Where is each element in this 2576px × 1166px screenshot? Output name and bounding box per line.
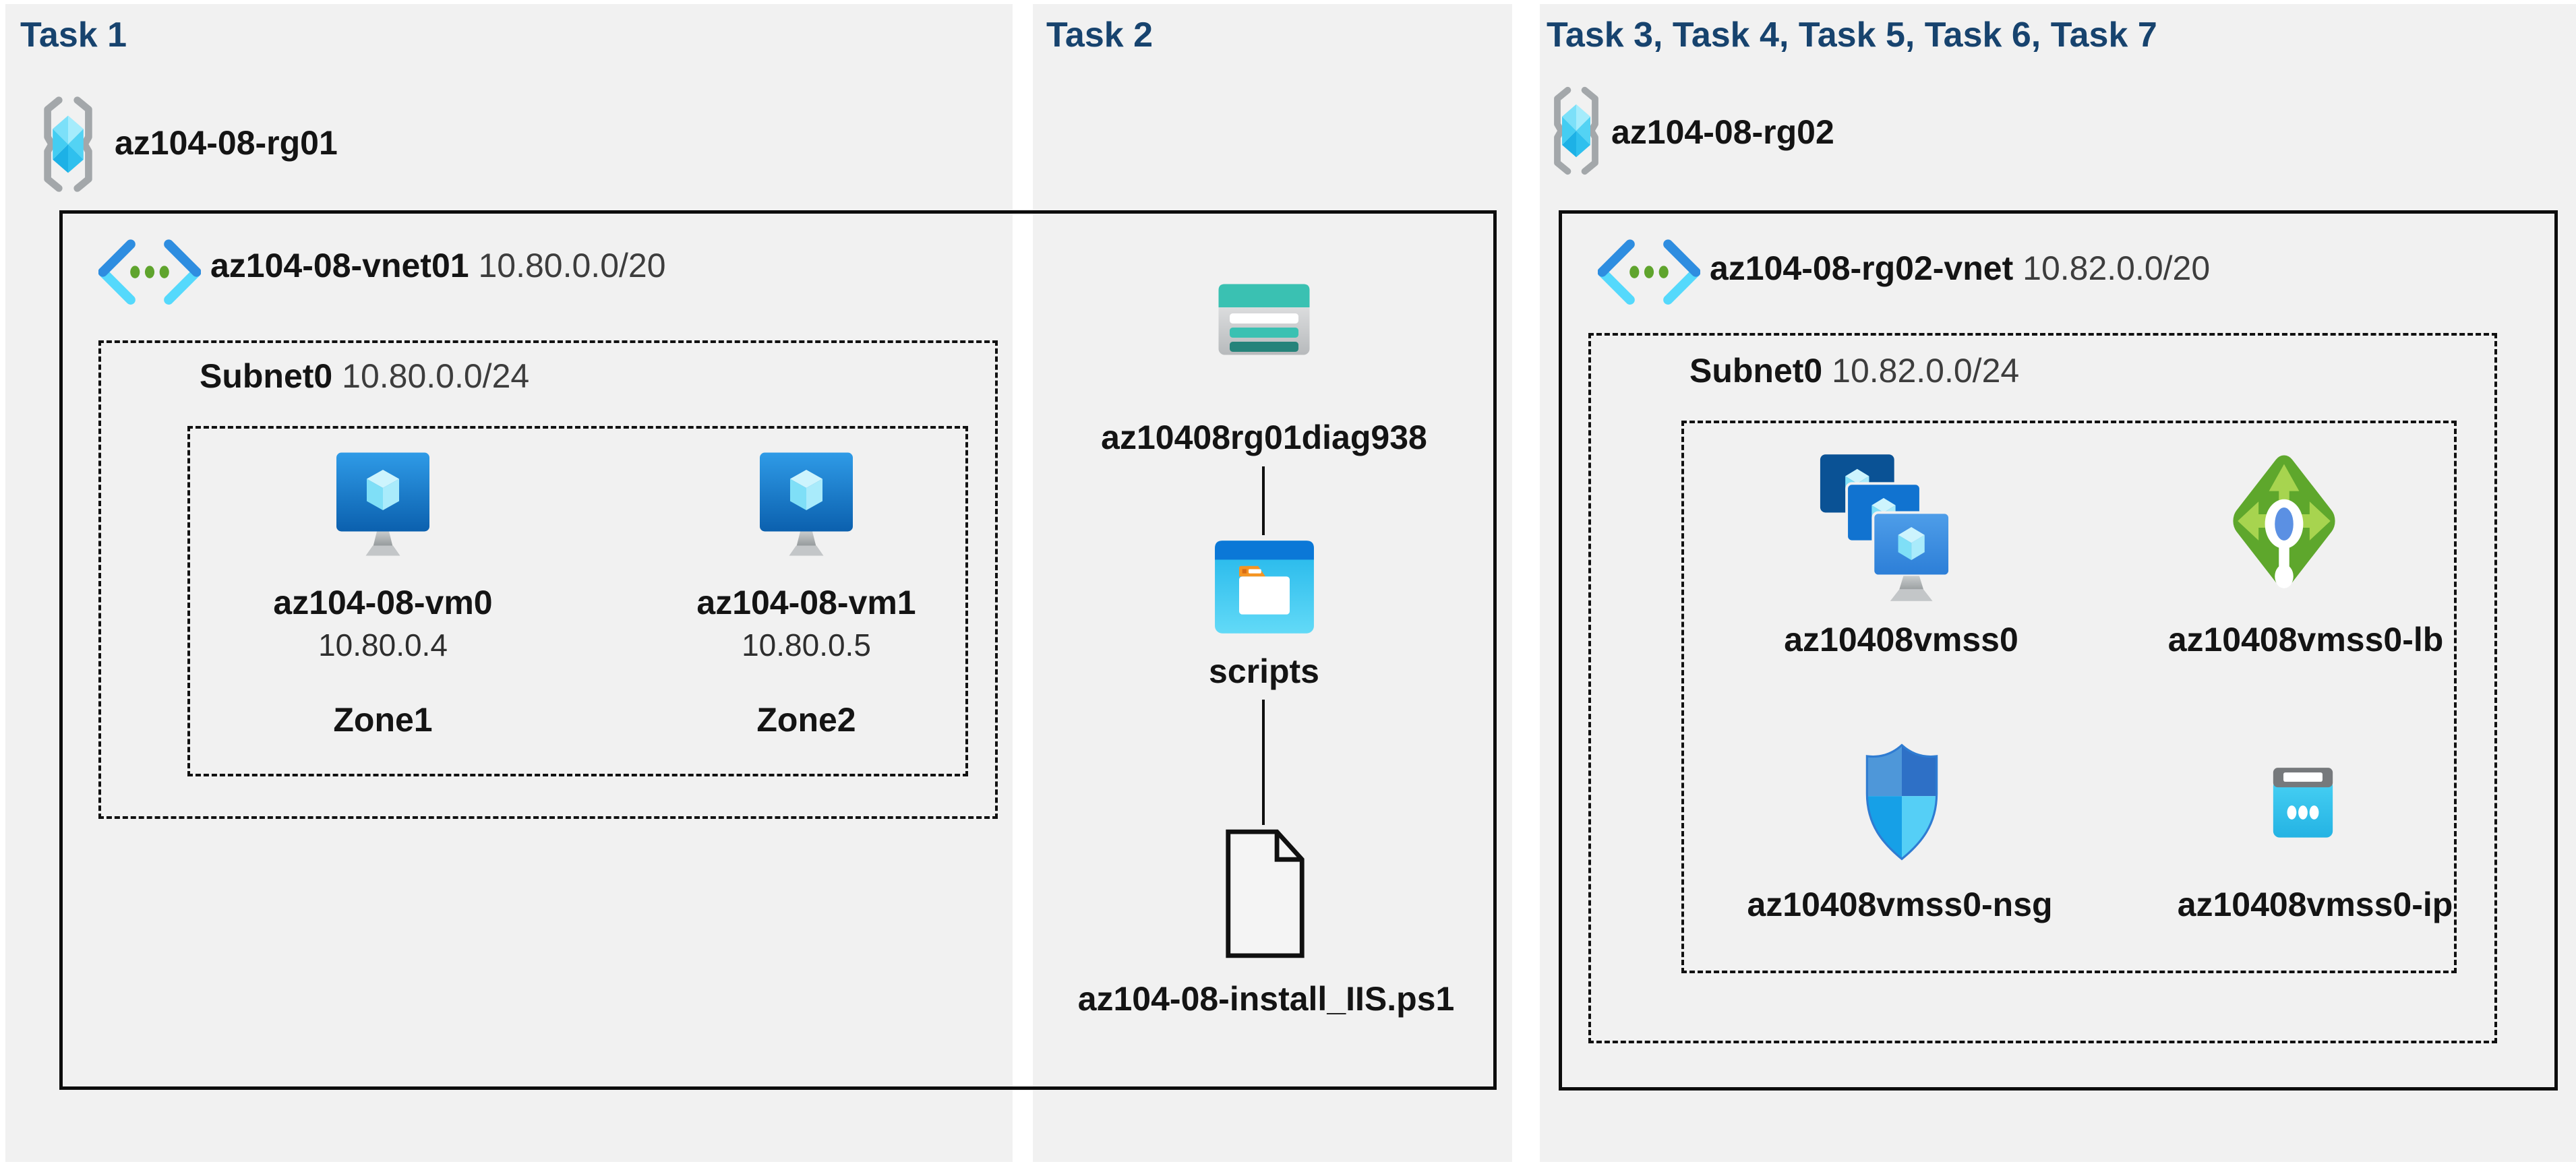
- panel-task1: [5, 4, 1013, 1162]
- vm-zone-boundary: [187, 426, 968, 776]
- vm1-name: az104-08-vm1: [696, 584, 916, 621]
- script-file-name: az104-08-install_IIS.ps1: [1077, 980, 1455, 1018]
- load-balancer-name: az10408vmss0-lb: [2167, 621, 2444, 658]
- panel-task3: [1540, 4, 2576, 1162]
- network-security-group-icon: [1865, 743, 1938, 861]
- script-file-icon: [1226, 829, 1305, 958]
- blob-container-icon: [1215, 541, 1314, 634]
- nsg-name: az10408vmss0-nsg: [1747, 886, 2053, 923]
- vnet2-boundary: [1559, 210, 2558, 1091]
- public-ip-name: az10408vmss0-ip: [2177, 886, 2453, 923]
- vmss-name: az10408vmss0: [1784, 621, 2018, 658]
- vm1-zone: Zone2: [756, 701, 856, 739]
- virtual-machine-icon: [760, 452, 853, 556]
- virtual-machine-icon: [336, 452, 429, 556]
- subnet1-label: Subnet0 10.80.0.0/24: [200, 357, 530, 395]
- vnet1-label: az104-08-vnet01 10.80.0.0/20: [210, 247, 666, 284]
- resource-group-icon: [44, 96, 92, 192]
- virtual-network-icon: [98, 239, 201, 305]
- vmss-group-boundary: [1681, 421, 2457, 973]
- task1-header: Task 1: [20, 16, 127, 55]
- load-balancer-icon: [2233, 455, 2335, 588]
- vm1-ip: 10.80.0.5: [742, 627, 871, 663]
- task3-header: Task 3, Task 4, Task 5, Task 6, Task 7: [1547, 16, 2157, 55]
- vnet2-label: az104-08-rg02-vnet 10.82.0.0/20: [1710, 249, 2211, 287]
- resource-group-name: az104-08-rg02: [1611, 113, 1834, 151]
- vm-scale-set-icon: [1820, 454, 1950, 601]
- resource-group-icon: [1554, 86, 1598, 175]
- task2-header: Task 2: [1046, 16, 1154, 55]
- subnet2-label: Subnet0 10.82.0.0/24: [1689, 352, 2020, 390]
- connector-storage-scripts: [1262, 466, 1265, 535]
- resource-group-name: az104-08-rg01: [115, 124, 338, 162]
- vm0-zone: Zone1: [333, 701, 433, 739]
- subnet2-boundary: [1588, 333, 2497, 1043]
- connector-scripts-file: [1262, 700, 1265, 825]
- public-ip-icon: [2273, 768, 2333, 838]
- virtual-network-icon: [1598, 239, 1700, 305]
- storage-account-name: az10408rg01diag938: [1101, 419, 1427, 456]
- subnet1-boundary: [98, 340, 998, 819]
- container-name: scripts: [1209, 652, 1319, 690]
- vnet1-boundary: [59, 210, 1497, 1090]
- vm0-name: az104-08-vm0: [273, 584, 493, 621]
- storage-account-icon: [1218, 284, 1310, 355]
- vm0-ip: 10.80.0.4: [318, 627, 448, 663]
